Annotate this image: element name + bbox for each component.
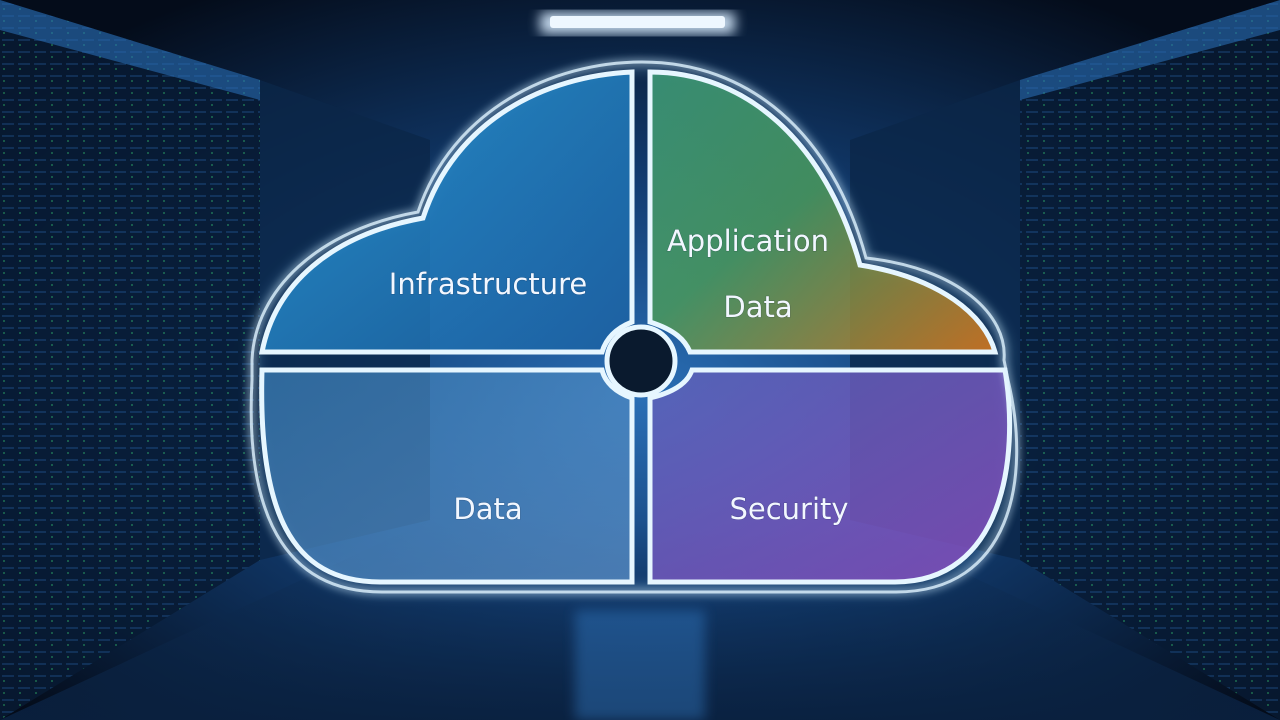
label-application: Application <box>667 224 829 258</box>
label-security: Security <box>729 492 848 526</box>
cloud-segment-data <box>259 367 635 585</box>
label-infrastructure: Infrastructure <box>389 267 587 301</box>
label-data: Data <box>453 492 522 526</box>
cloud-segment-application-data <box>647 69 999 355</box>
cloud-segment-infrastructure <box>258 69 635 355</box>
label-application-data: Data <box>723 290 792 324</box>
cloud-outline <box>249 60 1019 594</box>
cloud-segment-security <box>647 367 1012 585</box>
center-hub <box>604 324 678 398</box>
